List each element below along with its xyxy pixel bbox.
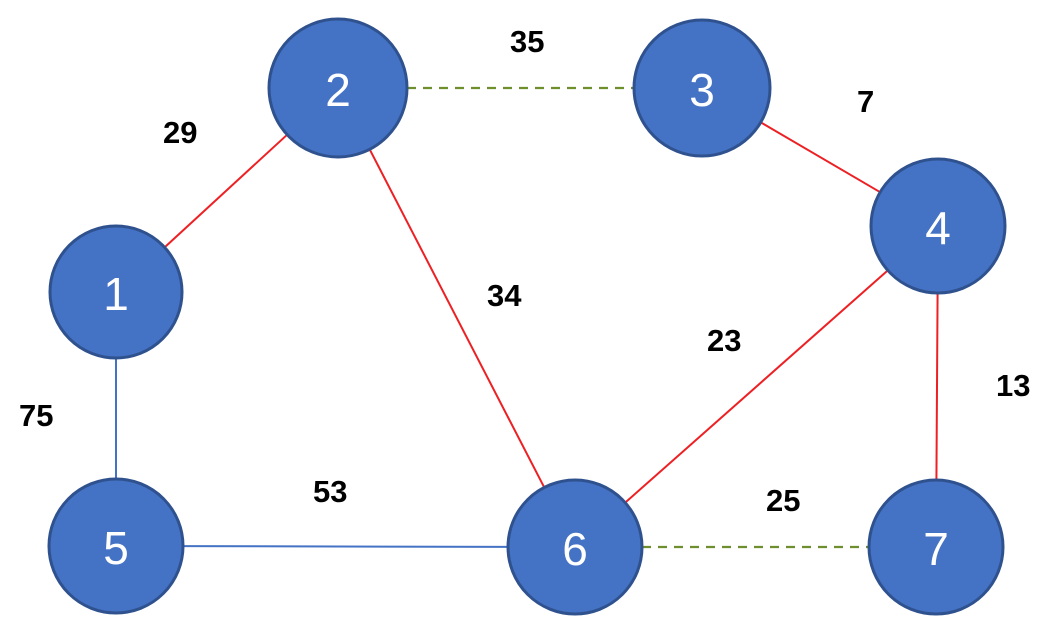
edge-weight-label-1-5: 75 <box>19 398 54 433</box>
graph-node-1[interactable]: 1 <box>48 224 184 360</box>
edge-weight-label-1-2: 29 <box>163 115 198 150</box>
graph-edge-4-6[interactable] <box>624 269 889 504</box>
graph-edge-1-2[interactable] <box>163 133 288 249</box>
edge-weight-label-6-7: 25 <box>766 483 801 518</box>
node-circle-1[interactable] <box>48 224 184 360</box>
graph-node-6[interactable]: 6 <box>506 478 644 616</box>
graph-edge-2-6[interactable] <box>368 148 546 488</box>
edge-weight-label-2-3: 35 <box>510 24 545 59</box>
graph-node-3[interactable]: 3 <box>632 18 772 158</box>
edges-layer <box>115 86 939 549</box>
node-circle-6[interactable] <box>506 478 644 616</box>
node-label-4: 4 <box>925 202 951 254</box>
graph-node-4[interactable]: 4 <box>869 157 1007 295</box>
node-label-5: 5 <box>103 522 129 574</box>
edge-weight-label-4-7: 13 <box>996 368 1031 403</box>
node-circle-7[interactable] <box>867 478 1005 616</box>
graph-edge-5-6[interactable] <box>182 545 509 548</box>
graph-node-7[interactable]: 7 <box>867 478 1005 616</box>
node-circle-2[interactable] <box>267 17 409 159</box>
edge-weight-label-3-4: 7 <box>857 84 875 119</box>
node-circle-3[interactable] <box>632 18 772 158</box>
graph-edge-3-4[interactable] <box>760 121 881 194</box>
node-label-6: 6 <box>562 523 588 575</box>
node-circle-5[interactable] <box>47 477 185 615</box>
edge-weight-label-4-6: 23 <box>707 323 742 358</box>
edge-weight-label-5-6: 53 <box>313 474 348 509</box>
node-label-1: 1 <box>103 268 129 320</box>
node-label-2: 2 <box>325 64 351 116</box>
node-label-7: 7 <box>923 523 949 575</box>
graph-node-5[interactable]: 5 <box>47 477 185 615</box>
edge-weight-label-2-6: 34 <box>487 278 522 313</box>
node-label-3: 3 <box>689 64 715 116</box>
graph-node-2[interactable]: 2 <box>267 17 409 159</box>
node-circle-4[interactable] <box>869 157 1007 295</box>
graph-edge-4-7[interactable] <box>935 292 939 481</box>
